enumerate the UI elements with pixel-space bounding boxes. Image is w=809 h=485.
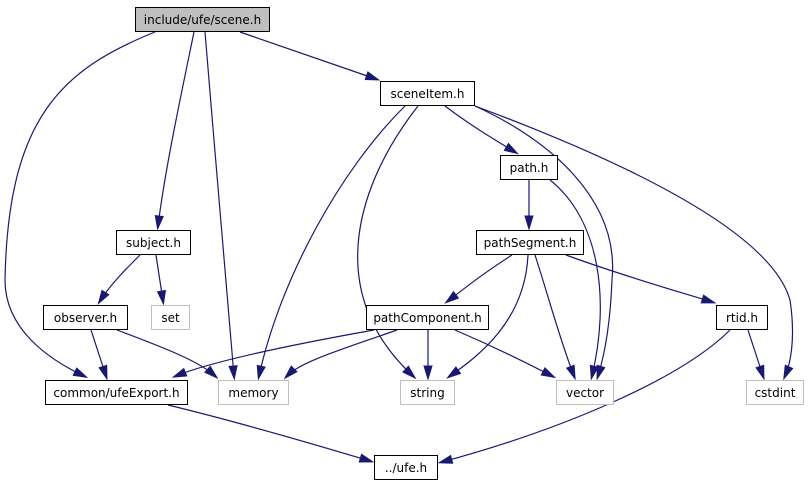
arrowhead-icon: [423, 365, 433, 381]
node-subject-h[interactable]: subject.h: [116, 230, 191, 255]
node-vector: vector: [556, 380, 614, 405]
node-string: string: [400, 380, 455, 405]
node-pathsegment-h[interactable]: pathSegment.h: [476, 230, 584, 255]
edge-sceneItem-to-string: [357, 105, 419, 377]
node-rtid-h[interactable]: rtid.h: [716, 305, 768, 330]
arrowhead-icon: [402, 365, 417, 380]
arrowhead-icon: [204, 365, 219, 380]
node-scene-h[interactable]: include/ufe/scene.h: [135, 7, 270, 32]
arrowhead-icon: [72, 367, 89, 379]
edge-pathSegment-to-rtid: [565, 254, 713, 303]
node-sceneitem-h[interactable]: sceneItem.h: [380, 81, 475, 106]
arrowhead-icon: [596, 364, 606, 381]
arrowhead-icon: [755, 364, 765, 381]
arrowhead-icon: [154, 214, 164, 231]
arrowhead-icon: [437, 454, 454, 464]
edge-scene-to-memory: [204, 31, 235, 377]
arrowhead-icon: [589, 364, 599, 381]
node-pathcomponent-h[interactable]: pathComponent.h: [366, 305, 489, 330]
edge-pathComponent-to-vector: [454, 329, 553, 377]
arrowhead-icon: [783, 364, 794, 381]
arrowhead-icon: [565, 364, 576, 381]
edge-path-to-vector: [549, 179, 601, 377]
arrowhead-icon: [256, 364, 266, 381]
node-ufe-h[interactable]: ../ufe.h: [374, 455, 438, 480]
arrowhead-icon: [171, 367, 188, 378]
edge-pathSegment-to-vector: [534, 254, 575, 377]
node-cstdint: cstdint: [746, 380, 804, 405]
edge-ufeExport-to-ufe: [167, 404, 371, 462]
node-set: set: [151, 305, 190, 330]
edge-sceneItem-to-memory: [258, 105, 406, 377]
edge-sceneItem-to-vector: [474, 105, 614, 377]
node-memory: memory: [218, 380, 289, 405]
arrowhead-icon: [700, 294, 717, 304]
arrowhead-icon: [540, 367, 557, 379]
arrowhead-icon: [444, 290, 460, 304]
edge-scene-to-ufeExport: [4, 31, 156, 377]
edge-pathSegment-to-string: [449, 254, 529, 377]
arrowhead-icon: [283, 365, 298, 380]
node-ufeexport-h[interactable]: common/ufeExport.h: [45, 380, 188, 405]
edge-sceneItem-to-path: [444, 105, 516, 153]
edge-sceneItem-to-cstdint: [474, 105, 794, 377]
arrowhead-icon: [156, 289, 167, 306]
arrowhead-icon: [524, 215, 534, 231]
arrowhead-icon: [446, 366, 462, 379]
edge-observer-to-memory: [116, 329, 216, 377]
edge-scene-to-subject: [157, 31, 195, 227]
arrowhead-icon: [97, 289, 110, 305]
edge-scene-to-sceneItem: [239, 31, 377, 80]
node-path-h[interactable]: path.h: [500, 155, 558, 180]
arrowhead-icon: [358, 453, 375, 463]
arrowhead-icon: [98, 364, 108, 381]
node-observer-h[interactable]: observer.h: [43, 305, 128, 330]
edge-pathSegment-to-pathComponent: [447, 254, 513, 302]
edge-pathComponent-to-ufeExport: [175, 329, 375, 377]
arrowhead-icon: [503, 142, 520, 155]
arrowhead-icon: [364, 71, 381, 81]
arrowhead-icon: [228, 365, 238, 381]
